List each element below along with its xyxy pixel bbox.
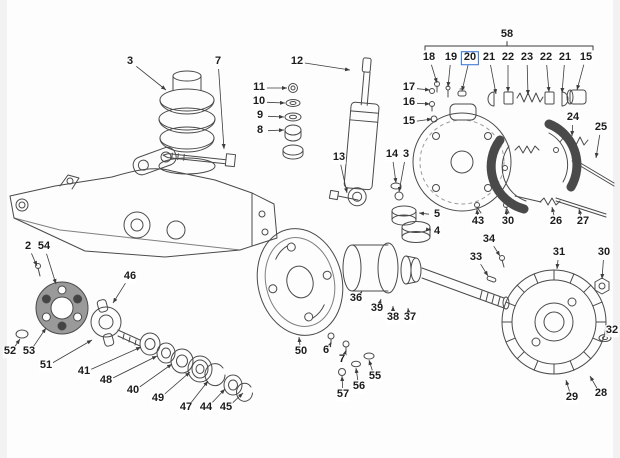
- part-label-44-49: 44: [198, 401, 214, 414]
- part-label-45-50: 45: [218, 401, 234, 414]
- part-label-30-34: 30: [596, 246, 612, 259]
- scan-edge-left: [0, 0, 7, 458]
- part-label-23-9: 23: [519, 51, 535, 64]
- part-label-31-33: 31: [551, 246, 567, 259]
- part-label-8-16: 8: [255, 124, 265, 137]
- shoe-springs-rods: [474, 136, 615, 218]
- part-label-53-42: 53: [21, 345, 37, 358]
- part-label-15-19: 15: [401, 115, 417, 128]
- part-label-22-8: 22: [500, 51, 516, 64]
- part-label-33-32: 33: [468, 251, 484, 264]
- part-label-52-41: 52: [2, 345, 18, 358]
- trailing-arm: [9, 168, 278, 258]
- part-label-6-56: 6: [321, 344, 331, 357]
- part-label-34-31: 34: [481, 233, 497, 246]
- part-label-37-55: 37: [402, 311, 418, 324]
- part-label-58-0: 58: [499, 28, 515, 41]
- part-label-14-21: 14: [384, 148, 400, 161]
- shock-mount-parts: [282, 83, 304, 160]
- part-label-49-47: 49: [150, 392, 166, 405]
- part-label-12-3: 12: [289, 55, 305, 68]
- flexible-coupling: [15, 263, 89, 339]
- part-label-30-28: 30: [500, 215, 516, 228]
- part-label-32-35: 32: [604, 324, 620, 337]
- part-label-11-13: 11: [252, 81, 266, 94]
- part-label-48-45: 48: [98, 374, 114, 387]
- part-label-47-48: 47: [178, 401, 194, 414]
- part-label-56-59: 56: [351, 380, 367, 393]
- part-label-9-15: 9: [255, 109, 265, 122]
- hub-and-axle-shaft: [342, 242, 510, 310]
- part-label-26-29: 26: [548, 215, 564, 228]
- part-label-7-57: 7: [337, 353, 347, 366]
- part-label-20-6[interactable]: 20: [460, 51, 480, 65]
- part-label-22-10: 22: [538, 51, 554, 64]
- part-label-7-2: 7: [213, 55, 223, 68]
- part-label-18-4: 18: [421, 51, 437, 64]
- brake-drum: [501, 269, 607, 375]
- brake-backplate-bottom: [256, 228, 344, 336]
- part-label-3-22: 3: [401, 148, 411, 161]
- part-label-27-30: 27: [575, 215, 591, 228]
- part-label-21-11: 21: [557, 51, 573, 64]
- part-label-16-18: 16: [401, 96, 417, 109]
- pivot-bolt: [162, 152, 237, 168]
- part-label-51-43: 51: [38, 359, 54, 372]
- part-label-36-52: 36: [348, 292, 364, 305]
- part-label-38-54: 38: [385, 311, 401, 324]
- part-label-39-53: 39: [369, 302, 385, 315]
- part-label-2-38: 2: [23, 240, 33, 253]
- rubber-spring: [158, 70, 216, 175]
- part-label-40-46: 40: [125, 384, 141, 397]
- part-label-5-25: 5: [432, 208, 442, 221]
- part-label-15-12: 15: [578, 51, 594, 64]
- wheel-cylinder-parts: [429, 81, 587, 123]
- part-label-25-24: 25: [593, 121, 609, 134]
- shock-absorber: [343, 57, 380, 207]
- part-label-19-5: 19: [443, 51, 459, 64]
- part-label-55-58: 55: [367, 370, 383, 383]
- brake-shoes: [486, 119, 582, 214]
- part-label-46-40: 46: [122, 270, 138, 283]
- part-label-29-37: 29: [564, 391, 580, 404]
- part-label-57-60: 57: [335, 388, 351, 401]
- part-label-41-44: 41: [76, 365, 92, 378]
- part-label-3-1: 3: [125, 55, 135, 68]
- part-label-28-36: 28: [593, 387, 609, 400]
- bearing-parts-row: [139, 332, 253, 402]
- part-label-50-51: 50: [293, 345, 309, 358]
- scan-edge-right: [613, 0, 620, 458]
- part-label-54-39: 54: [36, 240, 52, 253]
- brake-backplate-right: [412, 103, 512, 212]
- drive-spider: [90, 299, 141, 347]
- part-label-21-7: 21: [481, 51, 497, 64]
- part-label-43-27: 43: [470, 215, 486, 228]
- part-label-24-23: 24: [565, 111, 581, 124]
- part-label-10-14: 10: [251, 95, 267, 108]
- part-label-13-20: 13: [331, 151, 347, 164]
- group-58-bracket: [424, 40, 594, 51]
- leader-lines: [14, 62, 610, 404]
- part-label-4-26: 4: [432, 225, 442, 238]
- part-label-17-17: 17: [401, 81, 417, 94]
